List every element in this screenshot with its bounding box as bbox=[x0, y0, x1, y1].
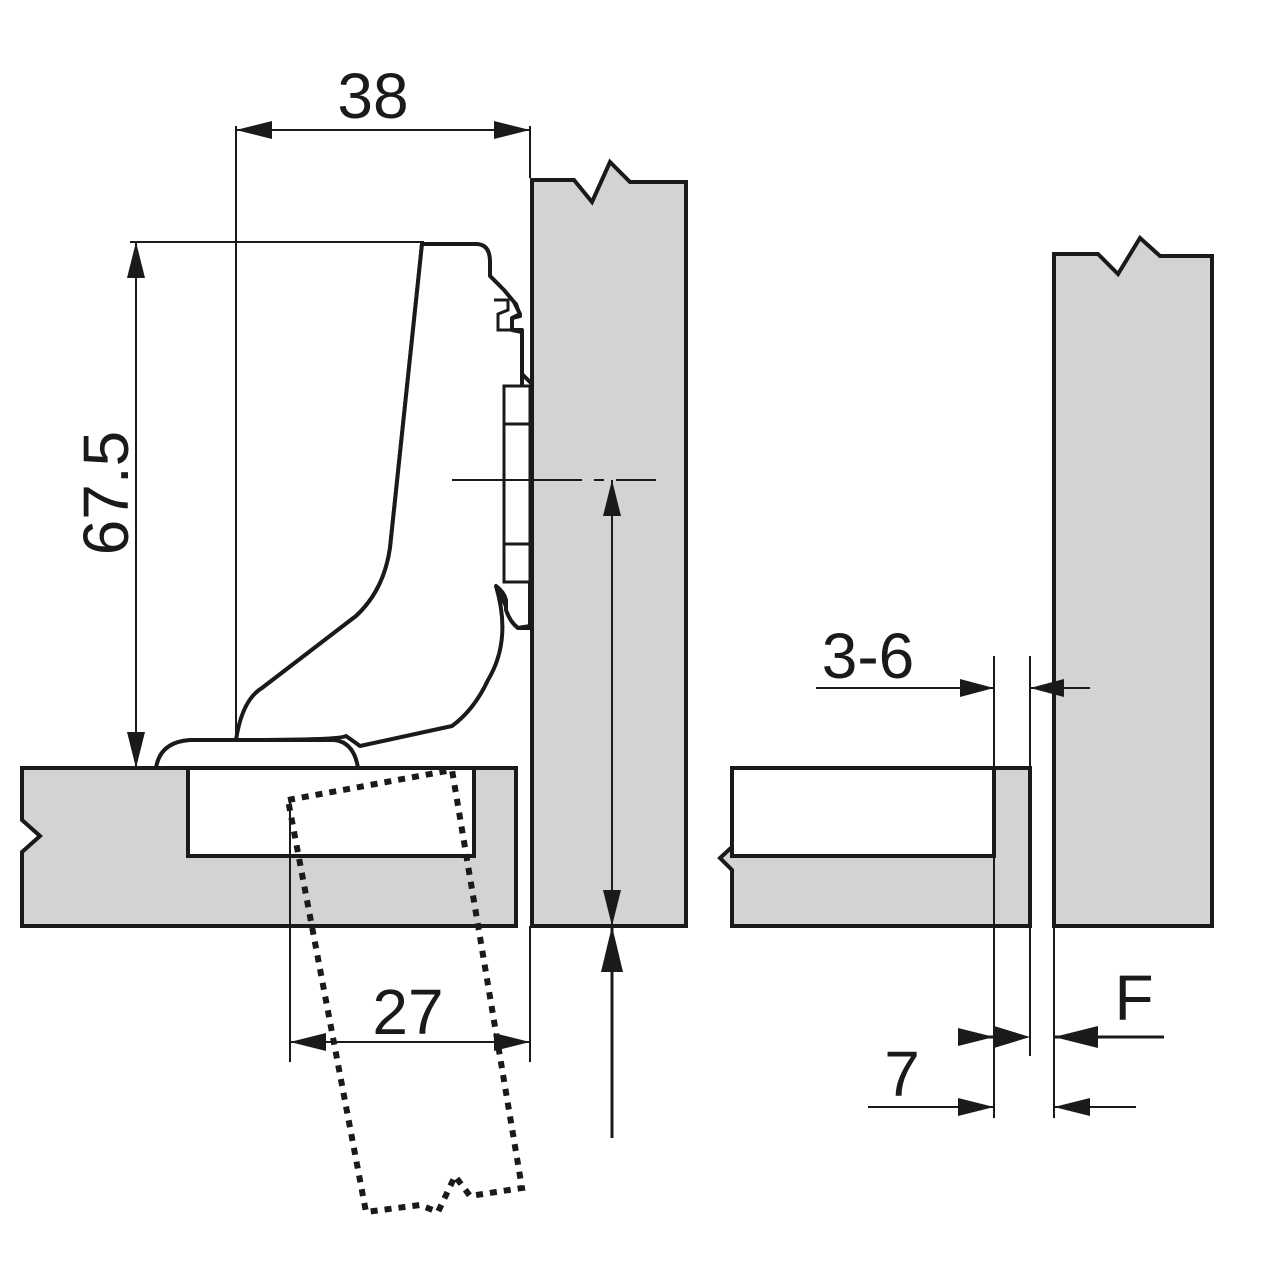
cabinet-side-panel-left bbox=[530, 158, 688, 928]
dimension-3-6-label: 3-6 bbox=[822, 620, 915, 692]
dimension-38-label: 38 bbox=[337, 60, 408, 132]
dimension-7-label: 7 bbox=[884, 1038, 920, 1110]
dimension-f-label: F bbox=[1114, 962, 1153, 1034]
hinge-cup bbox=[154, 738, 360, 770]
dimension-67-5-label: 67.5 bbox=[70, 431, 142, 556]
door-face-right bbox=[730, 766, 996, 858]
hinge-cup-recess bbox=[186, 766, 476, 858]
dimension-27-label: 27 bbox=[372, 976, 443, 1048]
cabinet-side-panel-right bbox=[1052, 234, 1214, 928]
hinge-clip bbox=[494, 298, 512, 332]
mounting-plate bbox=[502, 384, 532, 584]
